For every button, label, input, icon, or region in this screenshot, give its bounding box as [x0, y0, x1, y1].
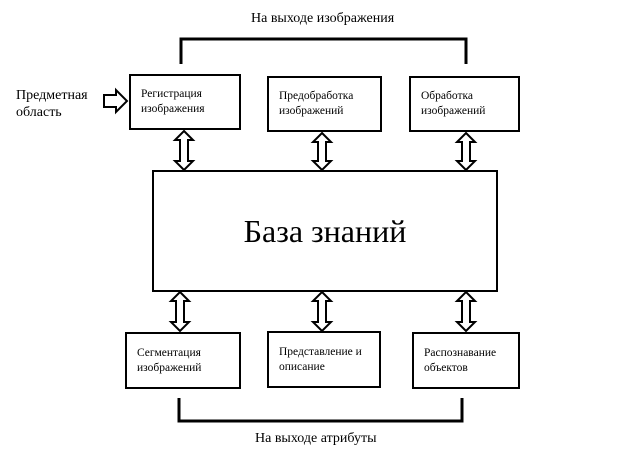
top-caption: На выходе изображения: [251, 11, 395, 26]
top-output-bracket: [179, 37, 468, 64]
bottom-output-bracket: [177, 398, 464, 423]
double-arrow-icon: [454, 131, 478, 172]
knowledge-base-label: База знаний: [243, 213, 407, 249]
representation-box-line1: Представление и: [279, 345, 362, 358]
double-arrow-icon: [310, 131, 334, 172]
recognition-box-line1: Распознавание: [424, 346, 497, 359]
processing-box-line2: изображений: [421, 105, 486, 117]
double-arrow-icon: [172, 129, 196, 172]
segmentation-box-line2: изображений: [137, 361, 202, 374]
input-label-line2: область: [16, 105, 62, 120]
input-label: Предметная область: [16, 87, 88, 121]
double-arrow-icon: [310, 290, 334, 333]
processing-box: Обработка изображений: [409, 76, 520, 132]
input-arrow-icon: [103, 87, 129, 115]
double-arrow-icon: [168, 290, 192, 333]
preprocessing-box-line2: изображений: [279, 105, 344, 117]
representation-box: Представление и описание: [267, 331, 381, 388]
preprocessing-box-line1: Предобработка: [279, 90, 354, 102]
preprocessing-box: Предобработка изображений: [267, 76, 382, 132]
registration-box-line2: изображения: [141, 103, 205, 115]
bottom-caption: На выходе атрибуты: [255, 431, 377, 446]
representation-box-line2: описание: [279, 360, 325, 373]
input-label-line1: Предметная: [16, 88, 88, 103]
registration-box: Регистрация изображения: [129, 74, 241, 130]
segmentation-box-line1: Сегментация: [137, 346, 201, 359]
processing-box-line1: Обработка: [421, 90, 474, 102]
recognition-box: Распознавание объектов: [412, 332, 520, 389]
recognition-box-line2: объектов: [424, 361, 468, 374]
segmentation-box: Сегментация изображений: [125, 332, 241, 389]
double-arrow-icon: [454, 290, 478, 333]
registration-box-line1: Регистрация: [141, 88, 202, 100]
knowledge-base-box: База знаний: [152, 170, 498, 292]
